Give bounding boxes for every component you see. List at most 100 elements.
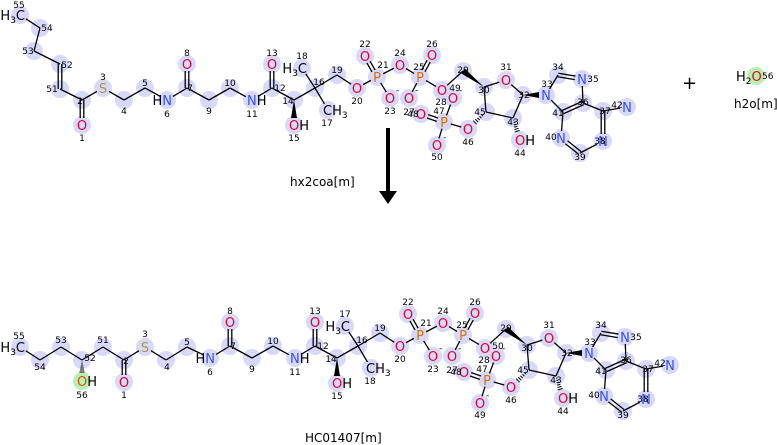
atom-label: N xyxy=(584,347,594,362)
atom-label-char: N xyxy=(290,352,300,367)
atom-label-char: N xyxy=(599,390,609,405)
atom-number: 11 xyxy=(246,110,257,120)
bond xyxy=(33,27,41,52)
atom-numbers: 5554535251213456789101112131415161718192… xyxy=(13,1,622,163)
hash-bond-stroke xyxy=(514,129,520,133)
atom-label-char: H xyxy=(525,134,535,149)
atom-label: S xyxy=(99,82,107,97)
bond xyxy=(579,143,598,154)
bond xyxy=(488,362,495,374)
atom-number: 1 xyxy=(121,391,127,401)
double-bond-line xyxy=(557,76,575,81)
atom-number: 41 xyxy=(595,367,606,377)
atom-number: 45 xyxy=(474,108,485,118)
double-bond-line xyxy=(412,318,419,329)
atom-label-char: O xyxy=(428,350,438,365)
atom-circle xyxy=(263,55,281,73)
atom-label-char: P xyxy=(416,329,424,344)
atom-label-char: O xyxy=(480,342,490,357)
atom-circle xyxy=(444,89,462,107)
atom-label: O xyxy=(77,119,87,134)
atom-label: P xyxy=(373,71,381,86)
bond xyxy=(468,338,480,345)
atom-number: 43 xyxy=(550,376,561,386)
atom-number: 3 xyxy=(100,73,106,83)
wedge-bond xyxy=(504,326,527,345)
bond xyxy=(624,343,627,362)
atom-number: 49 xyxy=(449,84,461,94)
atom-label-char: O xyxy=(558,392,568,407)
atom-label: O xyxy=(267,58,277,73)
atom-label: O xyxy=(463,123,473,138)
atom-label-char: N xyxy=(622,101,632,116)
enzyme-label: hx2coa[m] xyxy=(290,175,355,189)
atom-number: 47 xyxy=(433,107,444,117)
atom-number: 8 xyxy=(227,307,233,317)
atom-label-char: O xyxy=(447,350,457,365)
bond xyxy=(553,342,567,354)
water-molecule: H2O 56 h2o[m] xyxy=(734,67,777,111)
bond xyxy=(549,74,559,90)
bond xyxy=(593,357,607,371)
bond xyxy=(336,345,359,359)
atom-label: O xyxy=(404,92,414,107)
atom-label: O xyxy=(438,317,448,332)
double-bond-line xyxy=(369,60,376,71)
atom-circle xyxy=(537,86,555,104)
atom-number: 46 xyxy=(505,396,517,406)
atom-label-char: N xyxy=(620,331,630,346)
atom-label: N xyxy=(599,390,609,405)
atom-number: 25 xyxy=(413,63,424,73)
atom-circle xyxy=(136,338,154,356)
atom-number: 29 xyxy=(457,66,469,76)
atom-number: 47 xyxy=(476,365,487,375)
bond xyxy=(357,332,381,347)
atom-number: 26 xyxy=(426,40,438,50)
hash-bond-stroke xyxy=(483,113,485,115)
atom-label-char: H xyxy=(342,377,352,392)
bond xyxy=(25,350,41,361)
atom-number: 37 xyxy=(599,107,610,117)
atom-label-char: C xyxy=(298,62,307,77)
atom-label-char: O xyxy=(352,82,362,97)
atom-circle xyxy=(391,56,409,74)
atom-label: O xyxy=(352,82,362,97)
atom-number: 5 xyxy=(142,79,148,89)
atom-number: 2 xyxy=(123,357,129,367)
bond xyxy=(108,90,125,101)
atom-number: 2 xyxy=(77,97,83,107)
double-bond-line xyxy=(601,330,619,335)
atom-label-char: H xyxy=(195,352,205,367)
atom-label: P xyxy=(459,329,467,344)
bond xyxy=(33,50,61,65)
atom-circle xyxy=(540,329,558,347)
atom-label-char: O xyxy=(432,139,442,154)
atom-circle xyxy=(286,349,304,367)
atom-label: H3C xyxy=(0,341,25,358)
bond xyxy=(293,87,316,101)
double-bond-line xyxy=(561,100,583,111)
atom-number: 44 xyxy=(557,407,569,417)
atom-label: OH xyxy=(77,375,97,390)
atom-number: 40 xyxy=(545,133,557,143)
atom-circle xyxy=(381,89,399,107)
atom-circle xyxy=(368,68,386,86)
atom-number: 40 xyxy=(588,391,600,401)
reaction-arrow xyxy=(379,128,397,204)
atom-number: 4 xyxy=(121,107,127,117)
atom-label-char: H xyxy=(299,119,309,134)
atom-number: 36 xyxy=(620,356,632,366)
plus-sign: + xyxy=(682,73,697,94)
atom-label-char: O xyxy=(332,377,342,392)
atom-label-char: O xyxy=(506,381,516,396)
atom-number: 28 xyxy=(478,356,490,366)
atom-number: 6 xyxy=(207,368,213,378)
atom-label: OH xyxy=(515,134,535,149)
bond xyxy=(483,81,500,88)
atom-number: 33 xyxy=(584,338,595,348)
bond xyxy=(526,339,543,346)
atom-labels: H3COSHNONHOOHCH3H3COPOO-OPOO-OO-ONNNNNOH… xyxy=(0,9,631,154)
atom-circle xyxy=(443,347,461,365)
hash-bond-stroke xyxy=(513,123,517,126)
